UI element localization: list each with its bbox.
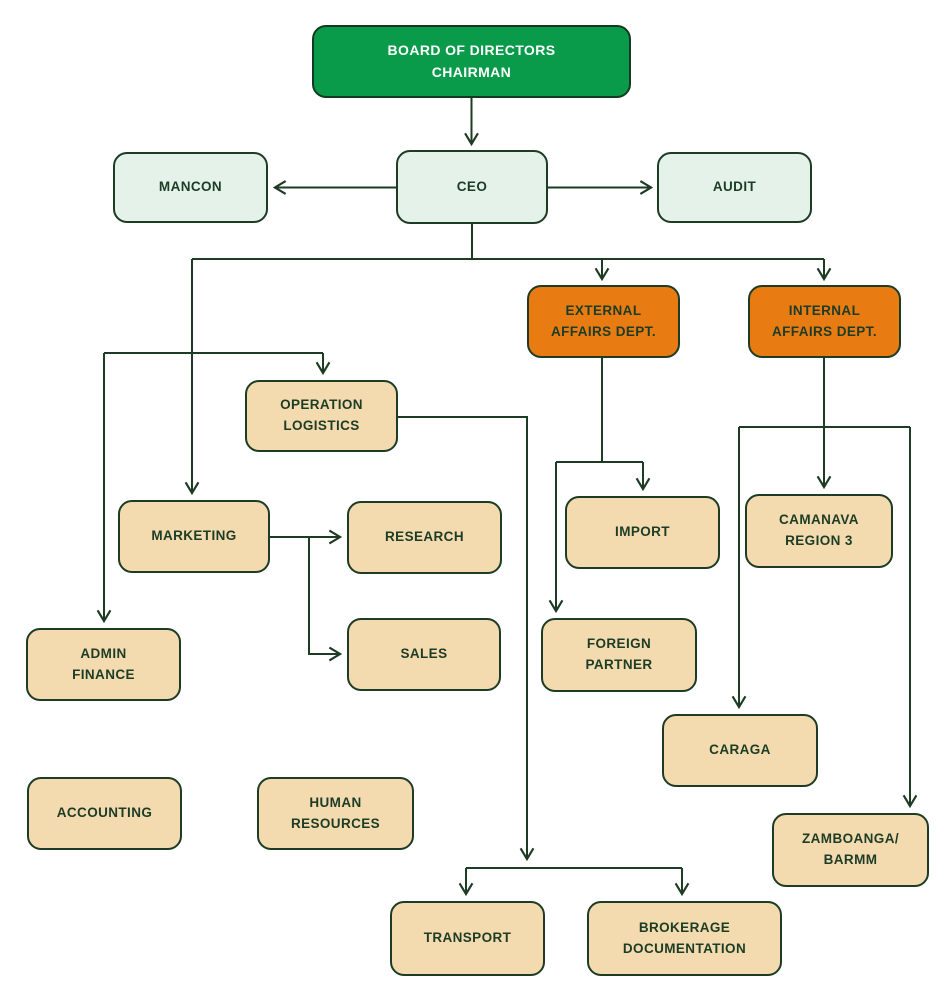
node-audit: AUDIT: [657, 152, 812, 223]
node-transport: TRANSPORT: [390, 901, 545, 976]
node-brokerage-documentation: BROKERAGE DOCUMENTATION: [587, 901, 782, 976]
node-accounting: ACCOUNTING: [27, 777, 182, 850]
node-marketing: MARKETING: [118, 500, 270, 573]
node-ceo: CEO: [396, 150, 548, 224]
node-import: IMPORT: [565, 496, 720, 569]
node-internal-affairs-dept: INTERNAL AFFAIRS DEPT.: [748, 285, 901, 358]
connector-oplog-down: [398, 416, 535, 862]
node-research: RESEARCH: [347, 501, 502, 574]
node-sales: SALES: [347, 618, 501, 691]
connector-marketing-sales: [308, 537, 343, 662]
node-admin-finance: ADMIN FINANCE: [26, 628, 181, 701]
node-mancon: MANCON: [113, 152, 268, 223]
node-camanava-region-3: CAMANAVA REGION 3: [745, 494, 893, 568]
node-operation-logistics: OPERATION LOGISTICS: [245, 380, 398, 452]
node-human-resources: HUMAN RESOURCES: [257, 777, 414, 850]
node-foreign-partner: FOREIGN PARTNER: [541, 618, 697, 692]
node-zamboanga-barmm: ZAMBOANGA/ BARMM: [772, 813, 929, 887]
node-board-of-directors-chairman: BOARD OF DIRECTORS CHAIRMAN: [312, 25, 631, 98]
node-caraga: CARAGA: [662, 714, 818, 787]
node-external-affairs-dept: EXTERNAL AFFAIRS DEPT.: [527, 285, 680, 358]
